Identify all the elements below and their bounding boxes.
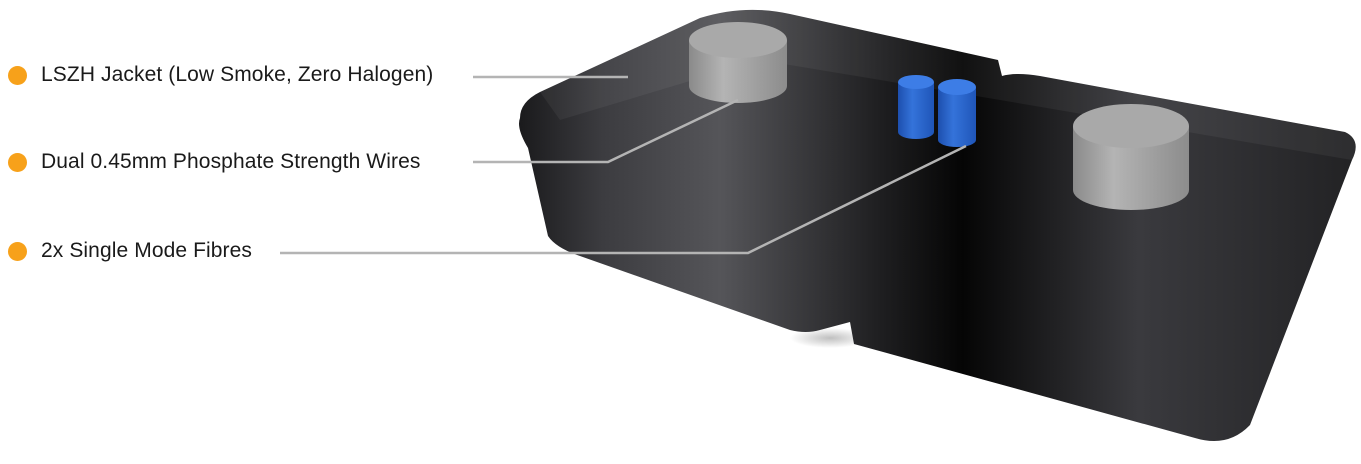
- leader-line-wires: [473, 98, 739, 164]
- callout-label-strength-wires: Dual 0.45mm Phosphate Strength Wires: [41, 150, 421, 173]
- callout-label-fibres: 2x Single Mode Fibres: [41, 239, 253, 262]
- bullet-icon: [8, 241, 27, 261]
- fibre-1: [898, 75, 934, 139]
- callout-fibres: 2x Single Mode Fibres: [8, 238, 252, 264]
- strength-wire-2: [1073, 104, 1189, 210]
- floor-shadow: [790, 328, 870, 348]
- leader-line-fibres: [280, 144, 967, 255]
- strength-wire-1: [689, 22, 787, 103]
- bullet-icon: [8, 65, 27, 85]
- bullet-icon: [8, 152, 27, 172]
- callout-jacket: LSZH Jacket (Low Smoke, Zero Halogen): [8, 62, 433, 88]
- callout-label-jacket: LSZH Jacket (Low Smoke, Zero Halogen): [41, 63, 434, 86]
- fibre-2: [938, 79, 976, 147]
- callout-strength-wires: Dual 0.45mm Phosphate Strength Wires: [8, 149, 420, 175]
